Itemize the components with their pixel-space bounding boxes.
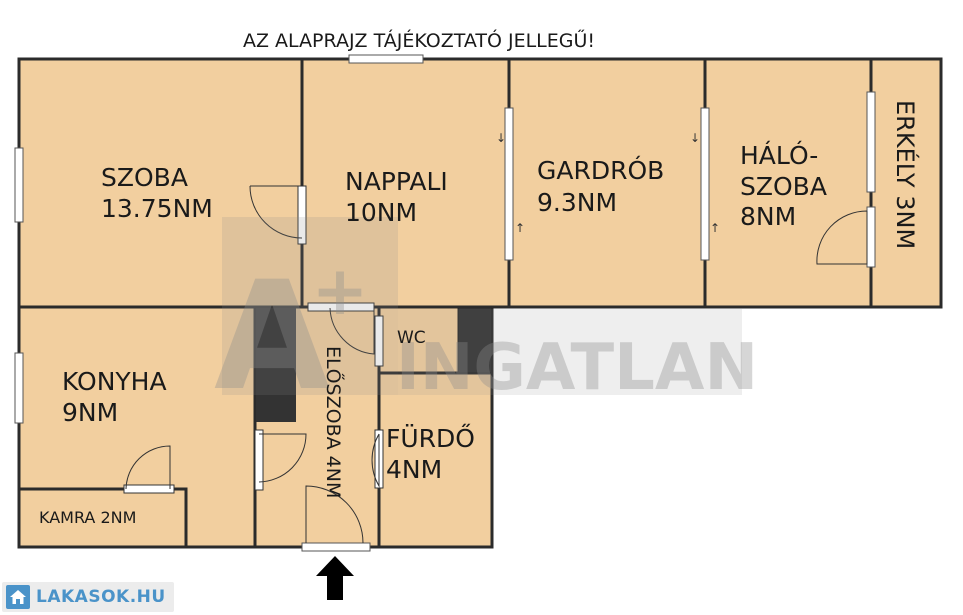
lakasok-logo[interactable]: LAKASOK.HU [2, 582, 174, 612]
floor-wc [379, 307, 459, 373]
watermark-band [398, 309, 742, 395]
arrow-down-2: ↓ [690, 131, 700, 145]
wall-kamra [17, 487, 188, 549]
slide-gardrob-halo [700, 107, 710, 261]
watermark-plus: + [312, 252, 369, 331]
door-arc-halo [816, 210, 868, 265]
label-eloszoba: ELŐSZOBA 4NM [322, 346, 346, 498]
label-konyha-2: 9NM [62, 398, 118, 427]
label-nappali-1: NAPPALI [345, 167, 448, 196]
notice-text: AZ ALAPRAJZ TÁJÉKOZTATÓ JELLEGŰ! [243, 28, 595, 52]
label-gardrob-1: GARDRÓB [537, 155, 664, 185]
arrow-down-1: ↓ [496, 131, 506, 145]
label-erkely: ERKÉLY 3NM [891, 100, 920, 249]
label-halo-3: 8NM [740, 202, 796, 231]
door-arc-konyha [258, 433, 307, 483]
windows [14, 54, 424, 552]
door-arc-entrance [305, 485, 364, 544]
door-arc-kamra [125, 445, 171, 490]
window-szoba [14, 147, 24, 223]
window-nappali [348, 54, 424, 64]
watermark: A + INGATLAN [214, 217, 758, 424]
slide-erkely-b [866, 206, 876, 268]
label-furdo-1: FÜRDŐ [386, 423, 475, 453]
label-konyha-1: KONYHA [62, 367, 167, 396]
floor-areas [19, 59, 941, 547]
watermark-letter: A [214, 250, 330, 424]
floor-konyha [19, 307, 255, 547]
slide-nappali-gardrob [504, 107, 514, 261]
floor-erkely [871, 59, 941, 307]
label-szoba-2: 13.75NM [101, 194, 213, 223]
label-wc: WC [397, 328, 426, 348]
door-arc-furdo [371, 433, 380, 488]
floor-haloszoba [705, 59, 871, 307]
floor-nappali [302, 59, 509, 307]
label-halo-2: SZOBA [740, 172, 827, 201]
watermark-word: INGATLAN [396, 331, 758, 405]
slide-arrows: ↓ ↑ ↓ ↑ [496, 131, 720, 235]
door-gap-kamra [123, 484, 175, 494]
door-gap-konyha [254, 429, 264, 491]
window-entrance [301, 542, 371, 552]
watermark-box [222, 217, 398, 395]
floor-gardrob [509, 59, 705, 307]
slide-erkely-a [866, 91, 876, 193]
door-arc-top [329, 307, 375, 355]
label-nappali-2: 10NM [345, 198, 417, 227]
label-gardrob-2: 9.3NM [537, 188, 617, 217]
label-kamra: KAMRA 2NM [39, 508, 136, 527]
label-furdo-2: 4NM [386, 455, 442, 484]
door-gap-wc [374, 315, 384, 367]
room-labels: SZOBA 13.75NM NAPPALI 10NM GARDRÓB 9.3NM… [39, 100, 920, 527]
floor-furdo [379, 373, 492, 547]
door-swings [123, 185, 868, 544]
sliding-doors [504, 91, 876, 268]
door-arc-szoba [249, 185, 303, 239]
column-left [256, 308, 296, 422]
window-konyha [14, 352, 24, 424]
arrow-up-1: ↑ [515, 221, 525, 235]
arrow-up-2: ↑ [710, 221, 720, 235]
entrance-arrow-icon [316, 556, 354, 600]
label-halo-1: HÁLÓ- [740, 140, 818, 170]
label-szoba-1: SZOBA [101, 163, 188, 192]
floor-szoba [19, 59, 302, 307]
logo-text: LAKASOK.HU [36, 587, 166, 607]
column-right [459, 308, 491, 372]
house-icon [6, 585, 30, 609]
